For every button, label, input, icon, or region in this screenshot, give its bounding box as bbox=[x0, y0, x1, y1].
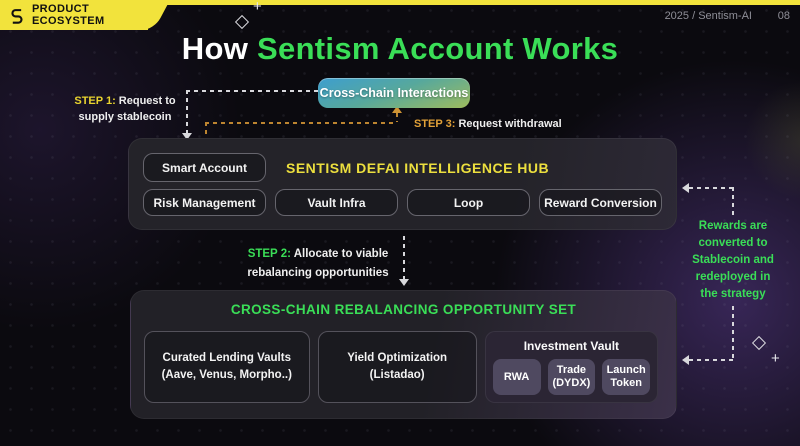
card-line1: Curated Lending Vaults bbox=[162, 352, 291, 364]
module-label: Vault Infra bbox=[307, 195, 366, 210]
smart-account-pill: Smart Account bbox=[143, 153, 266, 182]
card-yield-optimization: Yield Optimization (Listadao) bbox=[317, 331, 477, 403]
step2-line1: Allocate to viable bbox=[293, 248, 389, 260]
investment-vault-title: Investment Vault bbox=[523, 339, 620, 353]
page-number: 08 bbox=[777, 10, 790, 22]
chip-launch-token: Launch Token bbox=[602, 359, 651, 395]
chip-rwa: RWA bbox=[492, 359, 541, 395]
rewards-note: Rewards are converted to Stablecoin and … bbox=[677, 218, 789, 303]
rewards-note-line: Rewards are bbox=[698, 220, 768, 232]
hub-top-row: Smart Account SENTISM DEFAI INTELLIGENCE… bbox=[143, 153, 662, 182]
cross-chain-interactions-badge: Cross-Chain Interactions bbox=[318, 78, 470, 108]
connector-rewards-bottom-horizontal bbox=[689, 359, 734, 361]
opportunity-cards-row: Curated Lending Vaults (Aave, Venus, Mor… bbox=[144, 331, 658, 403]
connector-step3-horizontal bbox=[205, 122, 397, 124]
plus-icon: + bbox=[771, 350, 780, 367]
opportunity-set-title: CROSS-CHAIN REBALANCING OPPORTUNITY SET bbox=[230, 302, 577, 317]
title-highlight: Sentism Account Works bbox=[257, 31, 619, 66]
connector-rewards-arrow-into-oppset bbox=[682, 355, 689, 365]
investment-vault-chips: RWA Trade (DYDX) Launch Token bbox=[492, 359, 651, 395]
connector-rewards-arrow-into-hub bbox=[682, 183, 689, 193]
module-label: Risk Management bbox=[153, 195, 256, 210]
card-line1: Yield Optimization bbox=[347, 352, 448, 364]
step3-label: STEP 3: bbox=[414, 118, 456, 130]
rewards-note-line: Stablecoin and bbox=[692, 254, 774, 266]
module-pill-risk-management: Risk Management bbox=[143, 189, 266, 216]
connector-step1-horizontal bbox=[186, 90, 318, 92]
brand-label: PRODUCT ECOSYSTEM bbox=[31, 3, 105, 27]
title-prefix: How bbox=[181, 31, 249, 66]
connector-step3-vertical-right bbox=[396, 113, 398, 122]
chip-trade-dydx: Trade (DYDX) bbox=[547, 359, 596, 395]
connector-step3-arrow-up bbox=[392, 106, 402, 113]
brand-badge: PRODUCT ECOSYSTEM bbox=[0, 0, 148, 30]
connector-rewards-vertical-upper bbox=[732, 187, 734, 217]
step2-note: STEP 2: Allocate to viable rebalancing o… bbox=[243, 245, 393, 283]
module-label: Loop bbox=[453, 195, 484, 210]
top-accent-strip bbox=[0, 0, 800, 5]
card-line2: (Aave, Venus, Morpho..) bbox=[161, 369, 292, 381]
connector-step1-arrow-down bbox=[182, 133, 192, 140]
module-pill-reward-conversion: Reward Conversion bbox=[539, 189, 662, 216]
connector-step1-vertical bbox=[186, 90, 188, 134]
connector-step2-vertical bbox=[403, 236, 405, 280]
module-pill-loop: Loop bbox=[407, 189, 530, 216]
step2-line2: rebalancing opportunities bbox=[247, 267, 389, 279]
plus-icon: + bbox=[253, 0, 262, 15]
step1-label: STEP 1: bbox=[74, 95, 116, 107]
step3-text: Request withdrawal bbox=[458, 118, 562, 130]
project-label: 2025 / Sentism-AI bbox=[664, 10, 752, 22]
opportunity-set-panel: CROSS-CHAIN REBALANCING OPPORTUNITY SET … bbox=[130, 290, 677, 419]
step1-line1: Request to bbox=[118, 95, 176, 107]
page-title: How Sentism Account Works bbox=[0, 31, 800, 67]
connector-rewards-top-horizontal bbox=[689, 187, 734, 189]
rewards-note-line: redeployed in bbox=[695, 271, 771, 283]
hub-modules-row: Risk Management Vault Infra Loop Reward … bbox=[143, 189, 662, 216]
smart-account-label: Smart Account bbox=[162, 160, 247, 175]
card-curated-lending-vaults: Curated Lending Vaults (Aave, Venus, Mor… bbox=[144, 331, 310, 403]
cross-chain-interactions-label: Cross-Chain Interactions bbox=[319, 86, 469, 100]
rewards-note-line: the strategy bbox=[700, 288, 766, 300]
step3-note: STEP 3: Request withdrawal bbox=[414, 116, 562, 132]
module-label: Reward Conversion bbox=[544, 195, 657, 210]
step1-note: STEP 1: Request to supply stablecoin bbox=[66, 93, 184, 125]
step2-label: STEP 2: bbox=[247, 248, 291, 260]
card-line2: (Listadao) bbox=[369, 369, 425, 381]
connector-rewards-vertical-lower bbox=[732, 306, 734, 360]
step1-line2: supply stablecoin bbox=[78, 111, 172, 123]
rewards-note-line: converted to bbox=[698, 237, 768, 249]
card-investment-vault: Investment Vault RWA Trade (DYDX) Launch… bbox=[484, 331, 658, 403]
hub-title: SENTISM DEFAI INTELLIGENCE HUB bbox=[286, 159, 550, 176]
brand-s-logo-icon bbox=[11, 9, 23, 24]
connector-step3-vertical-left bbox=[205, 122, 207, 139]
module-pill-vault-infra: Vault Infra bbox=[275, 189, 398, 216]
defai-intelligence-hub-panel: Smart Account SENTISM DEFAI INTELLIGENCE… bbox=[128, 138, 677, 230]
connector-step2-arrow-down bbox=[399, 279, 409, 286]
